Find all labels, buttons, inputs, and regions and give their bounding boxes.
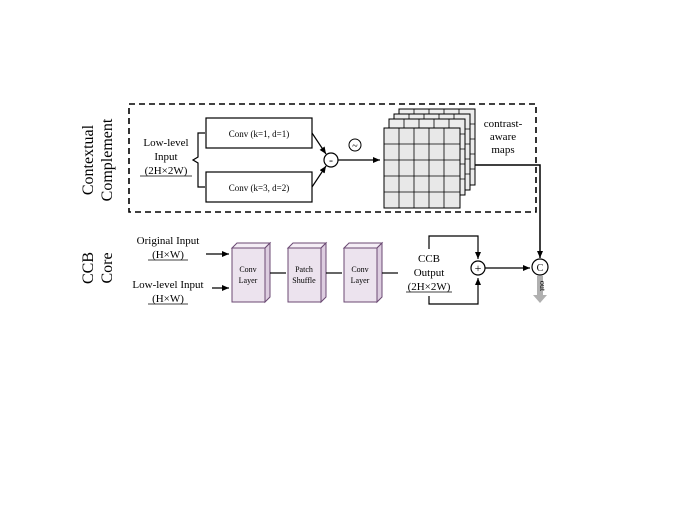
svg-text:Original Input: Original Input xyxy=(137,235,200,247)
output-arrow-icon: out xyxy=(533,276,547,303)
grid-layer-1 xyxy=(383,127,461,209)
svg-text:Conv: Conv xyxy=(351,265,368,274)
svg-text:Layer: Layer xyxy=(239,276,258,285)
svg-text:Patch: Patch xyxy=(295,265,313,274)
split-brace xyxy=(191,132,205,188)
arrow-maps-to-concat xyxy=(475,164,543,258)
svg-text:Contextual: Contextual xyxy=(80,124,97,195)
svg-text:(H×W): (H×W) xyxy=(152,249,184,261)
plus-symbol: + xyxy=(475,261,482,275)
patch-shuffle-block: Patch Shuffle xyxy=(286,241,328,304)
contrast-aware-maps-label: contrast- aware maps xyxy=(484,118,523,156)
svg-text:(2H×2W): (2H×2W) xyxy=(145,165,188,177)
svg-text:aware: aware xyxy=(490,131,516,143)
ccb-output-label: CCB Output (2H×2W) xyxy=(406,253,452,293)
svg-text:(2H×2W): (2H×2W) xyxy=(408,281,451,293)
svg-text:contrast-: contrast- xyxy=(484,118,523,130)
conv-layer-block-2: Conv Layer xyxy=(342,241,384,304)
svg-text:Complement: Complement xyxy=(99,118,116,201)
tilde-operator xyxy=(348,138,362,152)
context-input-label: Low-level Input (2H×2W) xyxy=(140,137,192,177)
contrast-aware-maps-stack xyxy=(383,108,476,209)
svg-text:Shuffle: Shuffle xyxy=(292,276,316,285)
svg-text:out: out xyxy=(538,281,547,292)
svg-text:Layer: Layer xyxy=(351,276,370,285)
svg-text:CCB: CCB xyxy=(80,252,97,284)
arrow-conv-top-to-minus xyxy=(311,132,327,155)
arrow-conv-bottom-to-minus xyxy=(311,165,327,188)
svg-text:Input: Input xyxy=(154,151,177,163)
original-input-label: Original Input (H×W) xyxy=(137,235,200,261)
svg-text:Low-level Input: Low-level Input xyxy=(132,279,203,291)
contextual-complement-box xyxy=(128,103,537,213)
svg-text:Output: Output xyxy=(414,267,445,279)
svg-text:Core: Core xyxy=(99,252,116,283)
contextual-complement-label: Contextual Complement xyxy=(80,118,116,201)
loop-bottom-to-plus xyxy=(428,278,481,305)
conv-k3-label: Conv (k=3, d=2) xyxy=(229,183,289,193)
lowlevel-input-label: Low-level Input (H×W) xyxy=(132,279,203,305)
svg-text:Conv: Conv xyxy=(239,265,256,274)
conv-k1-label: Conv (k=1, d=1) xyxy=(229,129,289,139)
conv-layer-block-1: Conv Layer xyxy=(230,241,272,304)
conv-k3-box xyxy=(205,171,313,203)
svg-text:Low-level: Low-level xyxy=(143,137,188,149)
minus-symbol: - xyxy=(329,153,333,167)
svg-text:CCB: CCB xyxy=(418,253,440,265)
concat-symbol: C xyxy=(537,263,544,274)
svg-text:maps: maps xyxy=(491,144,514,156)
svg-text:(H×W): (H×W) xyxy=(152,293,184,305)
tilde-symbol: ~ xyxy=(352,141,358,152)
loop-top-to-plus xyxy=(428,235,481,259)
ccb-core-label: CCB Core xyxy=(80,252,116,284)
concat-operator xyxy=(531,258,549,276)
